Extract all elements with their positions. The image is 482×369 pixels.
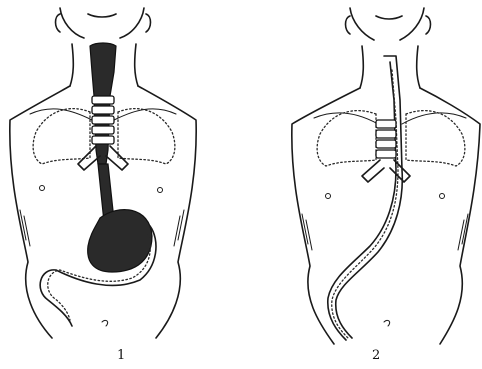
panel-2-nipple-left bbox=[326, 194, 331, 199]
panel-1-caption: 1 bbox=[117, 348, 125, 363]
panel-2-trachea-rings bbox=[376, 120, 396, 158]
panel-1-stomach-filled bbox=[88, 210, 152, 272]
panel-1-illustration bbox=[10, 8, 196, 338]
panel-1-trachea-rings bbox=[92, 96, 114, 144]
panel-1-lung-right bbox=[118, 109, 175, 164]
panel-2-esophagus-dots bbox=[332, 70, 398, 338]
panel-2-ear-right bbox=[426, 16, 431, 34]
panel-1-chin bbox=[60, 8, 144, 38]
panel-2-lung-right bbox=[406, 111, 465, 166]
panel-2-chin bbox=[350, 8, 424, 40]
panel-2-ear-left bbox=[346, 16, 351, 34]
panel-1-nipple-right bbox=[158, 188, 163, 193]
panel-2-illustration bbox=[292, 8, 480, 344]
panel-1-nipple-left bbox=[40, 186, 45, 191]
panel-1-ear-left bbox=[56, 14, 61, 32]
panel-1-lung-left bbox=[33, 109, 90, 164]
panel-2-navel bbox=[384, 320, 390, 326]
panel-1-ear-right bbox=[146, 14, 151, 32]
panel-2-caption: 2 bbox=[372, 348, 380, 363]
panel-1-navel bbox=[102, 320, 108, 326]
panel-2-nipple-right bbox=[440, 194, 445, 199]
